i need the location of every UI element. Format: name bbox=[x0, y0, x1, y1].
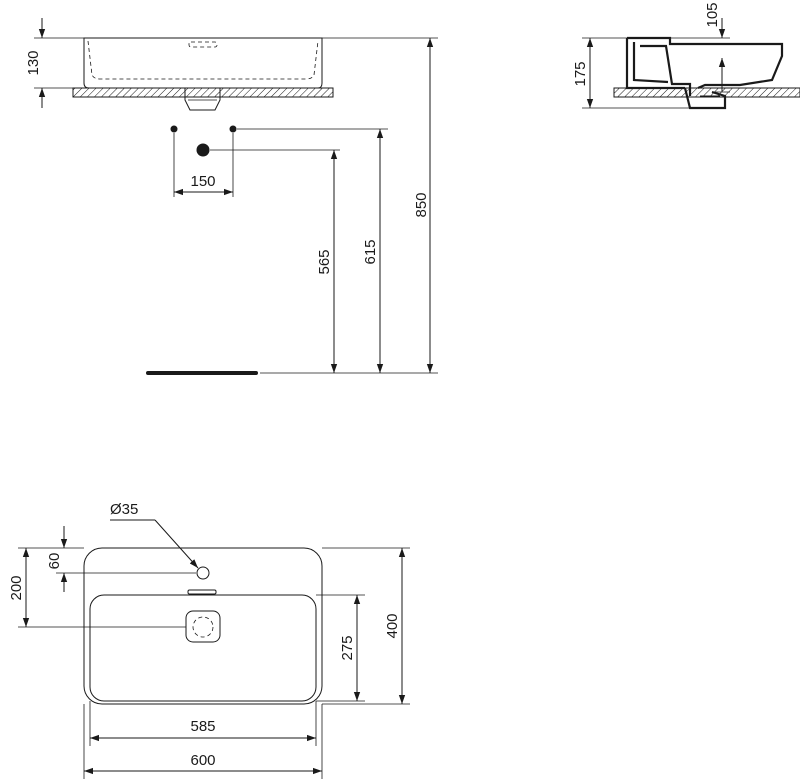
overflow-slot-plan bbox=[187, 589, 217, 595]
tap-hole-right-marker bbox=[229, 125, 237, 133]
dim-label-850: 850 bbox=[413, 192, 430, 217]
dim-label-565: 565 bbox=[316, 249, 333, 274]
dim-label-150: 150 bbox=[190, 173, 215, 190]
bowl-plan-outline bbox=[89, 594, 317, 702]
dim-label-105: 105 bbox=[704, 2, 721, 27]
front-elevation-view: 130 850 150 615 565 bbox=[25, 18, 438, 375]
basin-front-outline bbox=[83, 37, 323, 89]
dim-label-615: 615 bbox=[362, 239, 379, 264]
dim-label-130: 130 bbox=[25, 50, 42, 75]
side-elevation-view: 105 175 bbox=[572, 2, 800, 110]
tap-hole-icon bbox=[196, 566, 210, 580]
dim-label-275: 275 bbox=[339, 635, 356, 660]
basin-plan-outline bbox=[83, 547, 323, 705]
overflow-slot-icon bbox=[188, 41, 218, 48]
countertop-front bbox=[72, 87, 334, 98]
basin-side-outline bbox=[625, 38, 685, 90]
dim-label-60: 60 bbox=[46, 553, 63, 570]
waste-point-marker bbox=[196, 143, 210, 157]
basin-inner-dashed bbox=[87, 40, 319, 80]
waste-trap-side bbox=[683, 87, 727, 110]
dim-label-175: 175 bbox=[572, 61, 589, 86]
dim-label-585: 585 bbox=[190, 718, 215, 735]
tap-hole-left-marker bbox=[170, 125, 178, 133]
waste-outlet-front bbox=[184, 88, 221, 111]
plan-view: Ø35 60 200 275 400 585 600 bbox=[8, 501, 410, 779]
countertop-side bbox=[613, 87, 800, 98]
dim-label-600: 600 bbox=[190, 752, 215, 769]
dim-label-diameter-35: Ø35 bbox=[110, 501, 138, 518]
waste-outlet-plan-icon bbox=[185, 610, 221, 643]
dim-label-200: 200 bbox=[8, 575, 25, 600]
dim-label-400: 400 bbox=[384, 613, 401, 638]
